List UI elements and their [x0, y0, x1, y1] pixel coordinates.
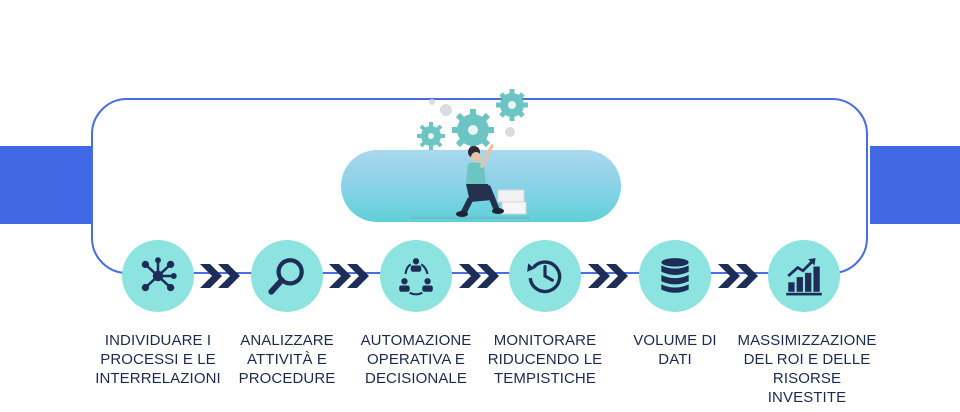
step-3-label: AUTOMAZIONE OPERATIVA E DECISIONALE — [348, 331, 484, 388]
step-4-label: MONITORARE RIDUCENDO LE TEMPISTICHE — [477, 331, 613, 388]
database-icon — [661, 258, 689, 293]
label-line: MASSIMIZZAZIONE — [737, 332, 877, 349]
step-2-circle — [251, 240, 323, 312]
label-line: TEMPISTICHE — [494, 370, 596, 387]
label-line: RISORSE INVESTITE — [767, 370, 847, 406]
label-line: MONITORARE — [493, 332, 597, 349]
person-figure — [456, 144, 504, 217]
label-line: PROCESSI E LE — [100, 351, 216, 368]
label-line: INDIVIDUARE I — [104, 332, 212, 349]
label-line: DATI — [658, 351, 692, 368]
label-line: DECISIONALE — [365, 370, 467, 387]
growth-bar-chart-icon — [786, 258, 822, 296]
label-line: ANALIZZARE — [240, 332, 334, 349]
label-line: INTERRELAZIONI — [95, 370, 221, 387]
label-line: ATTIVITÀ E — [247, 351, 327, 368]
step-1-label: INDIVIDUARE I PROCESSI E LE INTERRELAZIO… — [90, 331, 226, 388]
chevron-right-icon — [718, 264, 758, 288]
clock-history-icon — [527, 260, 562, 294]
network-nodes-icon — [141, 257, 177, 292]
label-line: PROCEDURE — [238, 370, 336, 387]
label-line: AUTOMAZIONE — [360, 332, 472, 349]
step-5-circle — [639, 240, 711, 312]
gear-icon — [496, 89, 528, 121]
step-1-circle — [122, 240, 194, 312]
automation-people-cycle-icon — [399, 258, 433, 296]
chevron-right-icon — [459, 264, 499, 288]
right-blue-band — [870, 146, 960, 224]
magnifier-icon — [268, 258, 304, 295]
step-6-label: MASSIMIZZAZIONE DEL ROI E DELLE RISORSE … — [736, 331, 878, 407]
gear-icon — [452, 109, 494, 151]
chevron-right-icon — [588, 264, 628, 288]
label-line: DEL ROI E DELLE — [743, 351, 871, 368]
label-line: OPERATIVA E — [366, 351, 466, 368]
step-4-circle — [509, 240, 581, 312]
step-6-circle — [768, 240, 840, 312]
label-line: RIDUCENDO LE — [487, 351, 603, 368]
gear-icon — [429, 99, 515, 137]
person-adjusting-gears-illustration — [410, 89, 530, 219]
chevron-right-icon — [329, 264, 369, 288]
step-5-label: VOLUME DI DATI — [607, 331, 743, 369]
left-blue-band — [0, 146, 92, 224]
chevron-right-icon — [200, 264, 240, 288]
label-line: VOLUME DI — [633, 332, 717, 349]
gear-icon — [417, 122, 445, 150]
step-2-label: ANALIZZARE ATTIVITÀ E PROCEDURE — [219, 331, 355, 388]
step-3-circle — [380, 240, 452, 312]
